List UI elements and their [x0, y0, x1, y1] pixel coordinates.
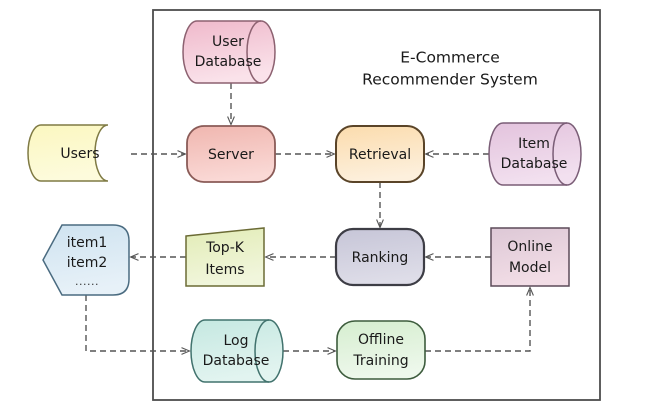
- node-item-database[interactable]: Item Database: [488, 122, 582, 186]
- node-log-database[interactable]: Log Database: [190, 319, 284, 383]
- edge-item-list-to-log-database: [85, 295, 189, 351]
- diagram-title-line1: E-Commerce: [400, 49, 500, 67]
- item-list-ellipsis: ......: [75, 275, 99, 288]
- node-top-k-items[interactable]: Top-K Items: [185, 227, 265, 287]
- online-model-shape: [490, 227, 570, 287]
- diagram-title-line2: Recommender System: [362, 71, 538, 89]
- node-server[interactable]: Server: [186, 125, 276, 183]
- retrieval-shape: [335, 125, 425, 183]
- item-database-cylinder-cap: [552, 122, 568, 186]
- offline-training-shape: [336, 320, 426, 380]
- user-database-cylinder-cap: [246, 20, 262, 84]
- top-k-items-trapezoid-shape: [185, 227, 265, 287]
- node-item-list[interactable]: item1 item2 ......: [42, 224, 130, 296]
- log-database-cylinder-cap: [254, 319, 270, 383]
- edge-offline-training-to-online-model: [425, 288, 530, 352]
- users-card-shape: [27, 124, 109, 182]
- item-list-hexagon-shape: [42, 224, 130, 296]
- server-shape: [186, 125, 276, 183]
- node-offline-training[interactable]: Offline Training: [336, 320, 426, 380]
- node-user-database[interactable]: User Database: [182, 20, 276, 84]
- node-retrieval[interactable]: Retrieval: [335, 125, 425, 183]
- node-online-model[interactable]: Online Model: [490, 227, 570, 287]
- user-database-cylinder-body: [182, 20, 276, 84]
- node-ranking[interactable]: Ranking: [334, 227, 426, 287]
- system-boundary: [152, 9, 601, 401]
- ranking-shape: [334, 227, 426, 287]
- log-database-cylinder-body: [190, 319, 284, 383]
- node-users[interactable]: Users: [27, 124, 109, 182]
- item-database-cylinder-body: [488, 122, 582, 186]
